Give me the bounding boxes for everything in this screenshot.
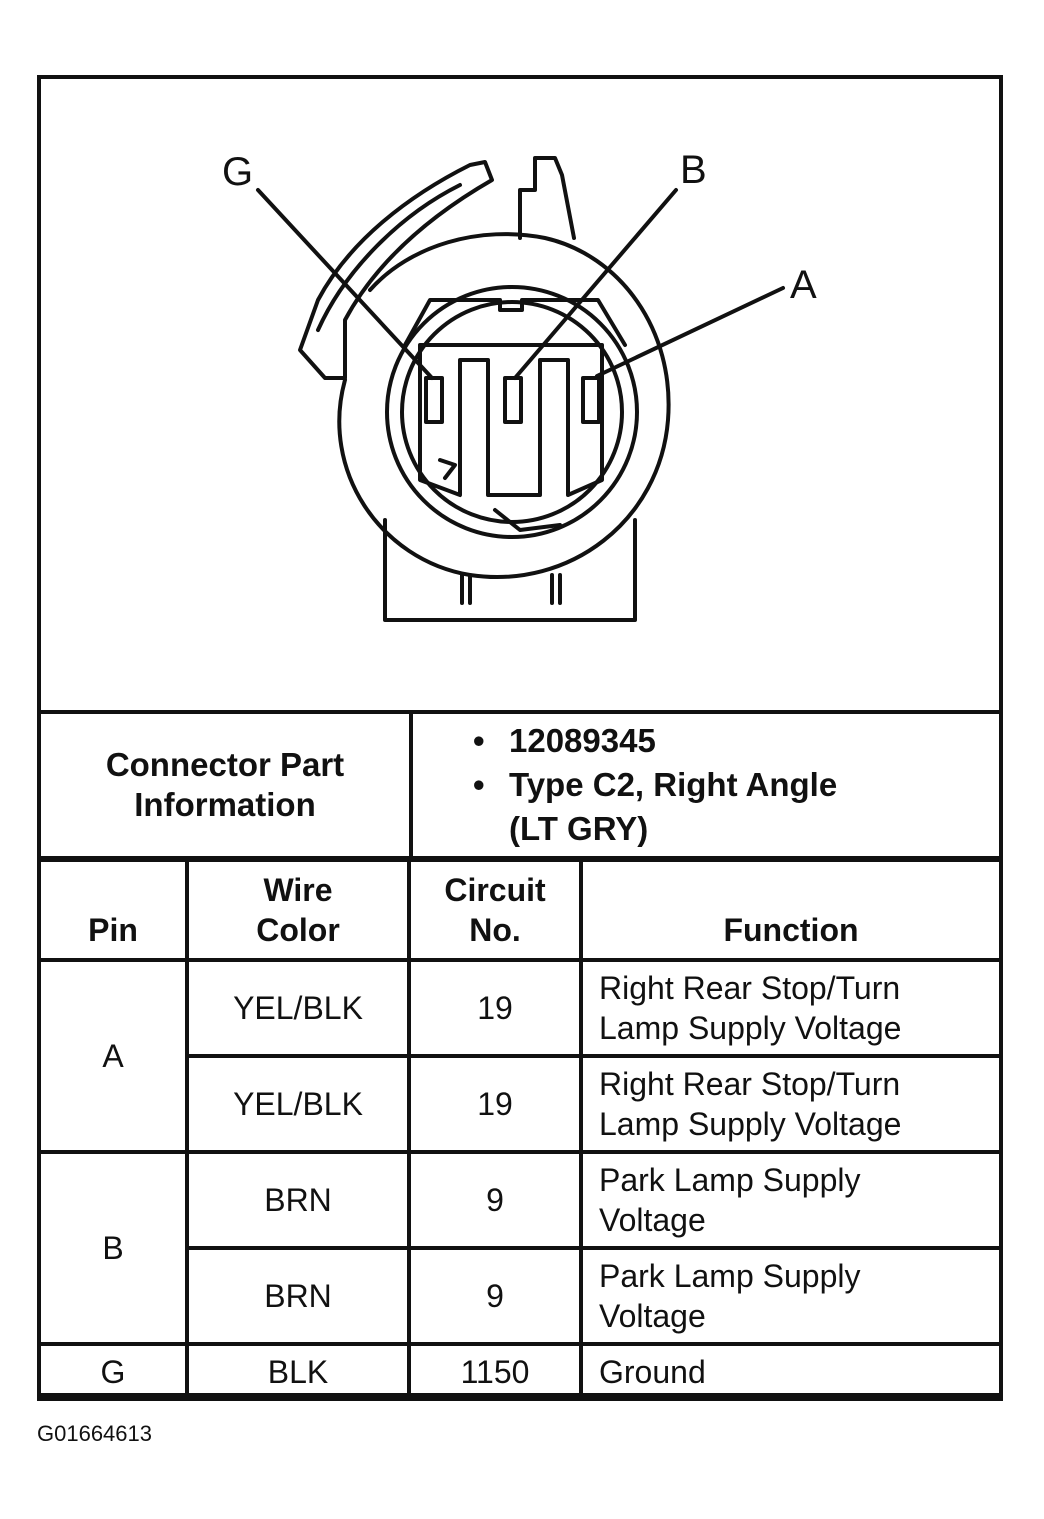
pin-cell: A <box>37 958 189 1154</box>
circuit-cell: 9 <box>407 1150 583 1250</box>
pin-function-table: Pin Wire Color Circuit No. Function A YE… <box>37 858 1003 1401</box>
part-number: 12089345 <box>509 722 656 759</box>
inner-ring <box>385 285 639 539</box>
connector-base <box>383 518 637 622</box>
table-row: A YEL/BLK 19 Right Rear Stop/Turn Lamp S… <box>37 958 1003 1154</box>
function-cell: Right Rear Stop/Turn Lamp Supply Voltage <box>579 1054 1003 1154</box>
key-tab <box>518 156 576 240</box>
header-wire-color: Wire Color <box>185 858 411 962</box>
latch-arm <box>298 160 494 380</box>
pin-label-b: B <box>680 148 707 192</box>
connector-color: (LT GRY) <box>509 810 649 847</box>
function-cell: Park Lamp Supply Voltage <box>579 1150 1003 1250</box>
header-function: Function <box>579 858 1003 962</box>
table-row: BRN 9 Park Lamp Supply Voltage <box>39 1246 1003 1346</box>
table-row: B BRN 9 Park Lamp Supply Voltage <box>37 1150 1003 1346</box>
connector-info-table: Connector Part Information • 12089345 • … <box>37 710 1003 860</box>
part-number-item: • 12089345 <box>473 722 656 759</box>
figure-code: G01664613 <box>37 1421 152 1446</box>
wire-color-cell: BLK <box>185 1342 411 1401</box>
leader-g <box>256 188 434 380</box>
leader-a <box>595 286 785 378</box>
pin-terminal-g <box>424 376 444 424</box>
connector-info-values: • 12089345 • Type C2, Right Angle (LT GR… <box>409 710 1003 860</box>
header-pin: Pin <box>37 858 189 962</box>
table-row: YEL/BLK 19 Right Rear Stop/Turn Lamp Sup… <box>39 1054 1003 1154</box>
connector-diagram: G B A <box>222 148 817 622</box>
header-row: Pin Wire Color Circuit No. Function <box>37 858 1003 962</box>
pin-terminal-a <box>581 376 601 424</box>
wire-color-cell: YEL/BLK <box>185 1054 411 1154</box>
function-cell: Ground <box>579 1342 1003 1401</box>
wire-color-cell: BRN <box>185 1150 411 1250</box>
pin-cell: B <box>37 1150 189 1346</box>
leader-b <box>513 188 678 380</box>
connector-info-label: Connector Part Information <box>37 710 413 860</box>
t-divider <box>418 343 604 497</box>
circuit-cell: 1150 <box>407 1342 583 1401</box>
circuit-cell: 9 <box>407 1246 583 1346</box>
wire-color-cell: YEL/BLK <box>185 958 411 1058</box>
connector-type: Type C2, Right Angle <box>509 766 838 803</box>
circuit-cell: 19 <box>407 958 583 1058</box>
connector-type-item: • Type C2, Right Angle <box>473 766 838 803</box>
function-cell: Right Rear Stop/Turn Lamp Supply Voltage <box>579 958 1003 1058</box>
table-row: G BLK 1150 Ground <box>37 1342 1003 1401</box>
pin-label-g: G <box>222 150 253 194</box>
circuit-cell: 19 <box>407 1054 583 1154</box>
wire-color-cell: BRN <box>185 1246 411 1346</box>
pin-terminal-b <box>503 376 523 424</box>
connector-color-item: (LT GRY) <box>473 807 999 851</box>
header-circuit-no: Circuit No. <box>407 858 583 962</box>
connector-housing <box>337 232 671 579</box>
pin-cell: G <box>37 1342 189 1401</box>
function-cell: Park Lamp Supply Voltage <box>579 1246 1003 1346</box>
pin-label-a: A <box>790 263 817 307</box>
